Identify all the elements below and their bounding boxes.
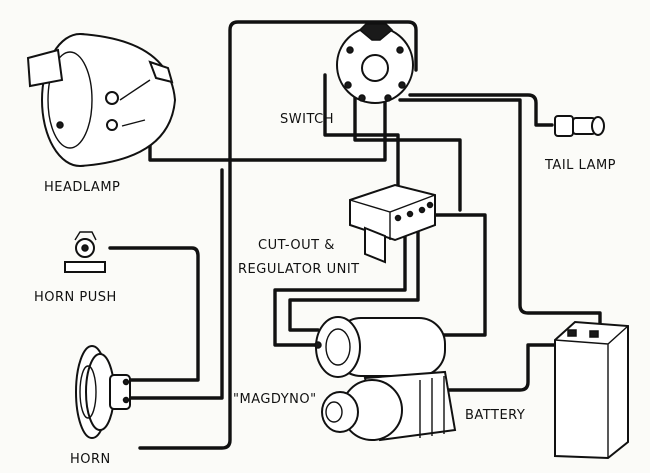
wire-magdyno-battery <box>398 343 562 392</box>
wire-cutout-magdyno-1 <box>428 213 487 337</box>
wire-main-drop-2 <box>128 168 224 400</box>
headlamp-label: HEADLAMP <box>44 180 121 195</box>
headlamp-component <box>26 33 177 167</box>
battery-label: BATTERY <box>465 408 526 423</box>
horn-push-label: HORN PUSH <box>34 290 117 305</box>
cutout-housing <box>349 183 436 242</box>
wire-cutout-magdyno-2 <box>273 223 407 347</box>
wire-switch-cutout-1 <box>353 93 462 212</box>
switch-component <box>336 23 414 104</box>
tail-lamp-label: TAIL LAMP <box>545 158 617 173</box>
cutout-label-line1: CUT-OUT & <box>258 238 335 253</box>
headlamp-bracket <box>26 48 64 88</box>
switch-label: SWITCH <box>280 112 334 127</box>
magdyno-component <box>314 316 457 442</box>
wire-tail-lamp <box>408 93 554 127</box>
cutout-label-line2: REGULATOR UNIT <box>238 262 360 277</box>
headlamp-connector <box>148 60 174 84</box>
wire-switch-loop <box>228 20 418 162</box>
headlamp-shell <box>79 33 177 167</box>
horn-component <box>75 345 131 439</box>
wire-switch-battery <box>398 98 602 332</box>
battery-component <box>554 320 629 460</box>
wire-horn-push <box>108 246 200 382</box>
horn-label: HORN <box>70 452 111 467</box>
cutout-regulator-component <box>349 183 436 264</box>
battery-case <box>554 320 629 460</box>
wire-cutout-magdyno-3 <box>288 228 420 332</box>
wiring-harness <box>108 20 602 450</box>
wire-main-drop <box>138 158 232 450</box>
horn-push-component <box>64 231 106 273</box>
tail-lamp-component <box>554 115 605 137</box>
wire-switch-cutout-2 <box>323 73 400 192</box>
magdyno-label: "MAGDYNO" <box>233 392 317 407</box>
switch-lever <box>358 23 394 41</box>
